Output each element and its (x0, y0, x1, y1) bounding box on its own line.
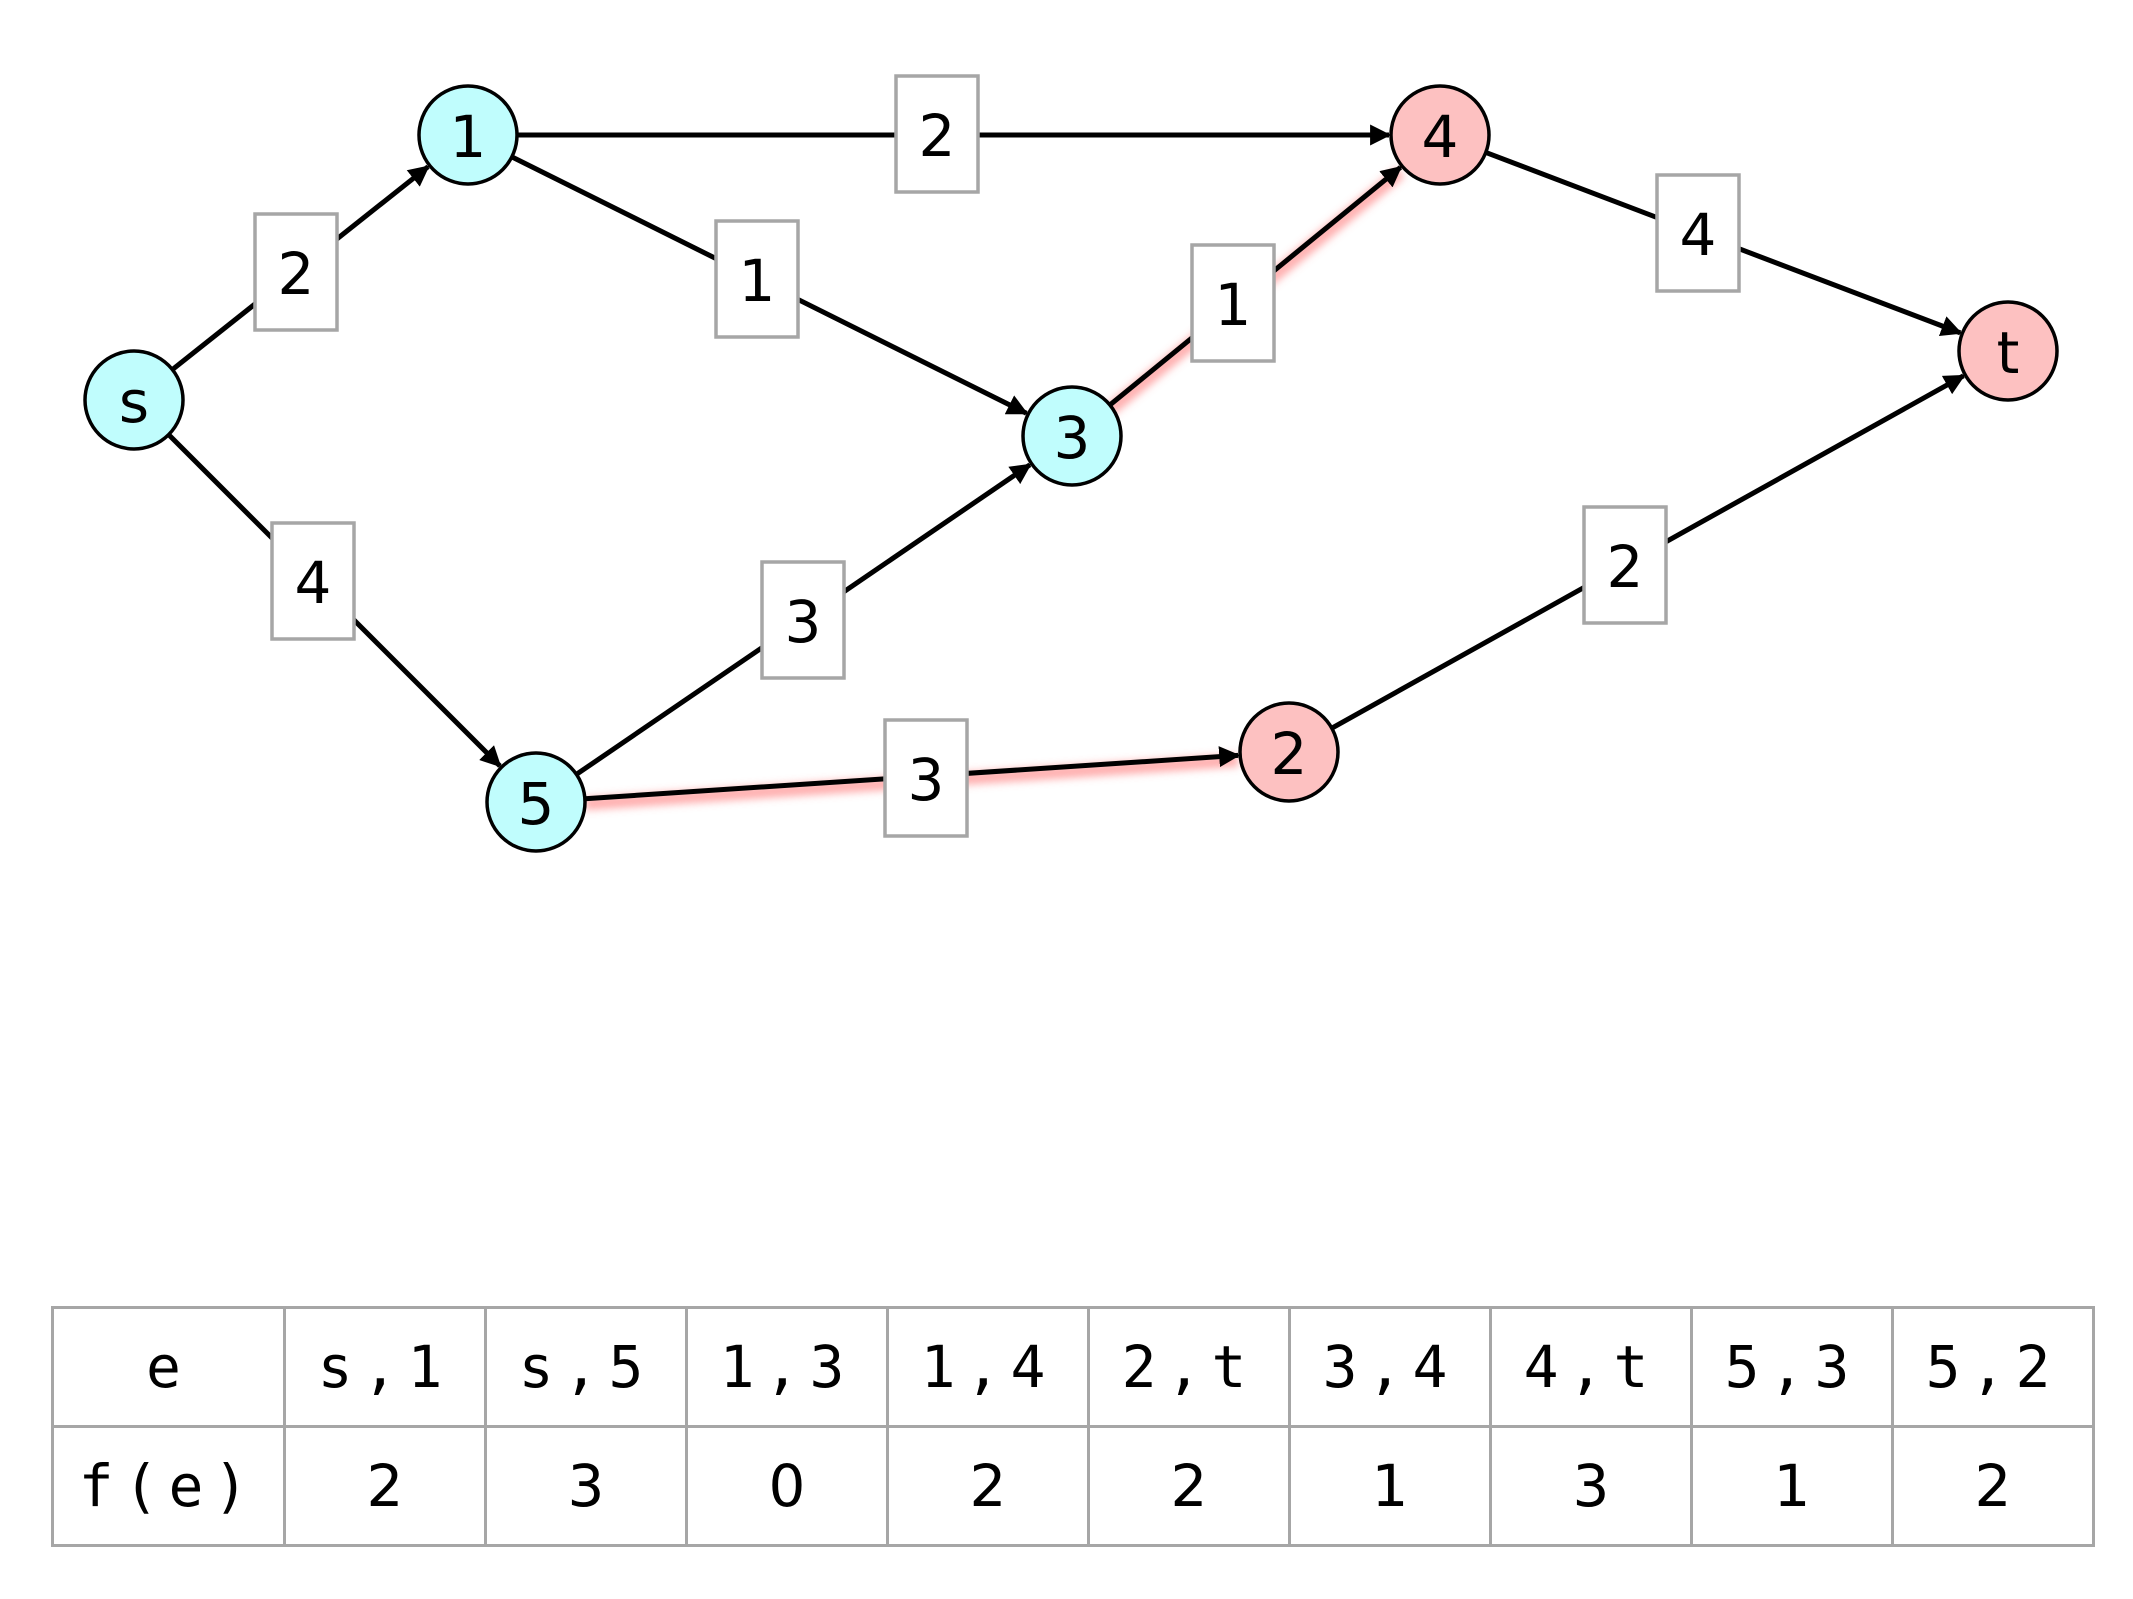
capacity-label-box (1582, 505, 1668, 625)
table-cell-edge: 1,3 (685, 1306, 889, 1428)
table-cell-flow: 3 (484, 1425, 688, 1547)
table-cell-flow: 1 (1690, 1425, 1894, 1547)
node-5 (485, 751, 587, 853)
capacity-label-box (760, 560, 846, 680)
capacity-label-layer: 2 4 2 1 1 3 3 4 2 (253, 74, 1741, 838)
capacity-label-box (714, 219, 800, 339)
capacity-label: 2 (278, 240, 315, 308)
table-cell-edge: 5,2 (1891, 1306, 2095, 1428)
table-cell-edge: s,1 (283, 1306, 487, 1428)
table-cell-flow: 3 (1489, 1425, 1693, 1547)
node-3 (1021, 385, 1123, 487)
table-cell-edge: 4,t (1489, 1306, 1693, 1428)
node-label-t: t (1997, 319, 2020, 387)
capacity-label-box (253, 212, 339, 332)
capacity-label-box (883, 718, 969, 838)
capacity-label: 1 (1215, 271, 1252, 339)
node-1 (417, 84, 519, 186)
node-layer: s 1 3 5 4 2 t (83, 84, 2059, 853)
node-label-2: 2 (1271, 720, 1308, 788)
capacity-label: 4 (295, 549, 332, 617)
table-cell-flow: 2 (1087, 1425, 1291, 1547)
flow-table: e s,1 s,5 1,3 1,4 2,t 3,4 4,t 5,3 5,2 f(… (51, 1306, 2095, 1547)
table-cell-edge: 5,3 (1690, 1306, 1894, 1428)
capacity-label-box (1655, 173, 1741, 293)
node-label-s: s (119, 368, 149, 436)
table-cell-edge: 3,4 (1288, 1306, 1492, 1428)
capacity-label: 2 (1607, 533, 1644, 601)
table-cell-edge: 2,t (1087, 1306, 1291, 1428)
node-label-5: 5 (518, 770, 555, 838)
node-2 (1238, 701, 1340, 803)
capacity-label: 1 (739, 247, 776, 315)
node-s (83, 349, 185, 451)
table-cell-flow: 0 (685, 1425, 889, 1547)
node-label-3: 3 (1054, 404, 1091, 472)
table-cell-flow: 2 (283, 1425, 487, 1547)
flow-network-diagram: 2 4 2 1 1 3 3 4 2 s 1 3 5 4 2 t (83, 74, 2059, 853)
table-row-flows: f(e) 2 3 0 2 2 1 3 1 2 (51, 1425, 2095, 1547)
node-t (1957, 300, 2059, 402)
table-cell-edge: s,5 (484, 1306, 688, 1428)
table-cell-flow: 1 (1288, 1425, 1492, 1547)
node-label-4: 4 (1422, 103, 1459, 171)
table-cell-flow: 2 (1891, 1425, 2095, 1547)
table-cell-flow: 2 (886, 1425, 1090, 1547)
capacity-label: 3 (908, 746, 945, 814)
cut-highlight-layer (517, 133, 1405, 811)
table-header-flow: f(e) (51, 1425, 286, 1547)
capacity-label-box (894, 74, 980, 194)
node-label-1: 1 (450, 103, 487, 171)
table-cell-edge: 1,4 (886, 1306, 1090, 1428)
capacity-label: 4 (1680, 201, 1717, 269)
table-row-edges: e s,1 s,5 1,3 1,4 2,t 3,4 4,t 5,3 5,2 (51, 1306, 2095, 1428)
node-4 (1389, 84, 1491, 186)
capacity-label-box (1190, 243, 1276, 363)
table-header-edge: e (51, 1306, 286, 1428)
capacity-label-box (270, 521, 356, 641)
capacity-label: 3 (785, 588, 822, 656)
capacity-label: 2 (919, 102, 956, 170)
